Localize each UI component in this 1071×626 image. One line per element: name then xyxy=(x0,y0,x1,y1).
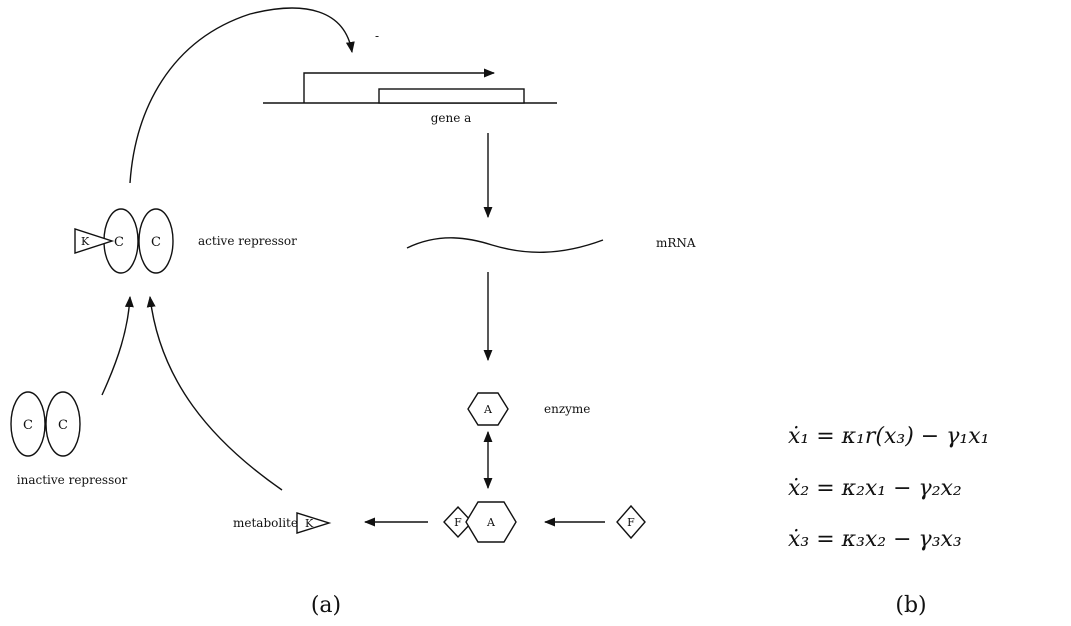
caption-a: (a) xyxy=(311,593,341,618)
gene-coding-box xyxy=(378,88,525,104)
metabolite-activation-arrow xyxy=(146,295,283,491)
equation-3: ẋ₃ = κ₃x₂ − γ₃x₃ xyxy=(788,527,962,552)
complex-enzyme-hexagon xyxy=(465,501,517,543)
substrate-diamond xyxy=(616,504,646,540)
inactive-repressor: C C inactive repressor xyxy=(10,391,128,487)
complex-substrate-diamond xyxy=(443,505,473,539)
metabolite: metabolite K xyxy=(233,512,332,534)
enzyme: A enzyme xyxy=(467,392,590,426)
repression-arrow xyxy=(129,7,355,184)
mrna-label: mRNA xyxy=(656,236,696,250)
bound-metabolite-triangle xyxy=(74,228,115,254)
metabolite-symbol: K xyxy=(305,517,314,530)
metabolite-triangle xyxy=(296,512,332,534)
equation-1: ẋ₁ = κ₁r(x₃) − γ₁x₁ xyxy=(788,424,990,449)
active-repressor-symbol-right: C xyxy=(151,235,161,250)
equation-2: ẋ₂ = κ₂x₁ − γ₂x₂ xyxy=(788,476,962,501)
enzyme-symbol: A xyxy=(483,403,493,416)
mrna-strand xyxy=(406,237,604,254)
enzyme-hexagon xyxy=(467,392,509,426)
mrna: mRNA xyxy=(406,236,696,254)
inactive-repressor-unit-right xyxy=(45,391,81,457)
repression-sign: - xyxy=(375,29,379,43)
complex-enzyme-symbol: A xyxy=(486,516,496,529)
inactive-repressor-symbol-right: C xyxy=(58,418,68,433)
complex-substrate-symbol: F xyxy=(454,516,462,529)
active-repressor-unit-right xyxy=(138,208,174,274)
inactive-repressor-label: inactive repressor xyxy=(17,473,128,487)
metabolite-label: metabolite xyxy=(233,516,298,530)
inactive-repressor-unit-left xyxy=(10,391,46,457)
inactive-repressor-symbol-left: C xyxy=(23,418,33,433)
active-repressor-symbol-left: C xyxy=(114,235,124,250)
transcription-start-arrow xyxy=(303,68,496,103)
enzyme-label: enzyme xyxy=(544,402,590,416)
substrate-symbol: F xyxy=(627,516,635,529)
gene-a: gene a - xyxy=(263,29,557,125)
repressor-activation-arrow xyxy=(101,295,134,396)
active-repressor: K C C active repressor xyxy=(74,208,297,274)
substrate: F xyxy=(616,504,646,540)
active-repressor-label: active repressor xyxy=(198,234,297,248)
enzyme-substrate-complex: F A xyxy=(443,501,517,543)
caption-b: (b) xyxy=(895,593,926,618)
bound-metabolite-symbol: K xyxy=(81,235,90,248)
gene-label: gene a xyxy=(431,111,472,125)
